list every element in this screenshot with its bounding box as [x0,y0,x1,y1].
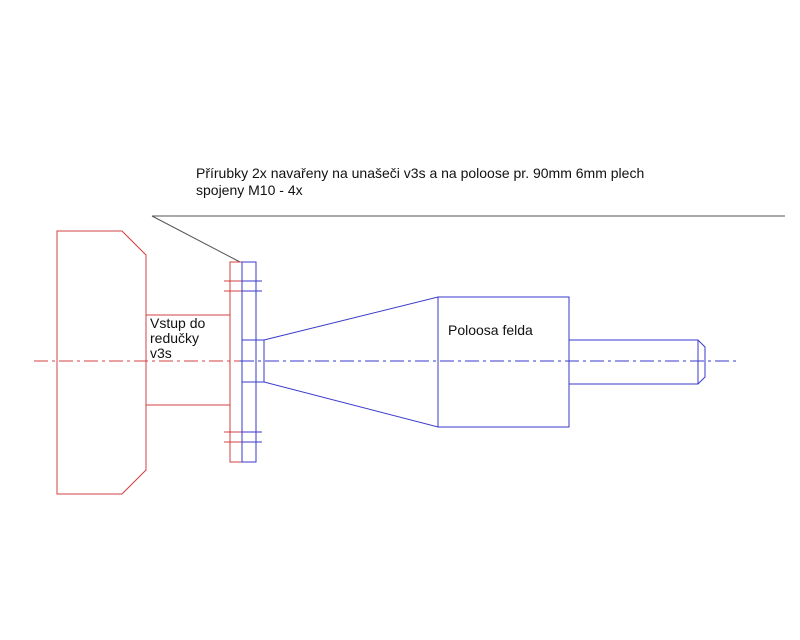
poloosa-label: Poloosa felda [448,322,533,338]
axle-housing [437,296,570,428]
tapered-section [263,296,439,428]
leader-diagonal [151,215,241,263]
annotation-line-1: Přírubky 2x navařeny na unašeči v3s a na… [196,165,645,181]
poloosa-part [241,261,706,463]
annotation-line-2: spojeny M10 - 4x [196,182,303,198]
vstup-label-line-3: v3s [150,345,172,361]
annotation-leader [151,215,785,263]
vstup-label-line-1: Vstup do [150,315,206,331]
vstup-reducky-part [56,230,243,495]
vstup-label-line-2: redučky [150,330,200,346]
axle-shaft-end [568,339,706,385]
vstup-body [56,230,147,495]
